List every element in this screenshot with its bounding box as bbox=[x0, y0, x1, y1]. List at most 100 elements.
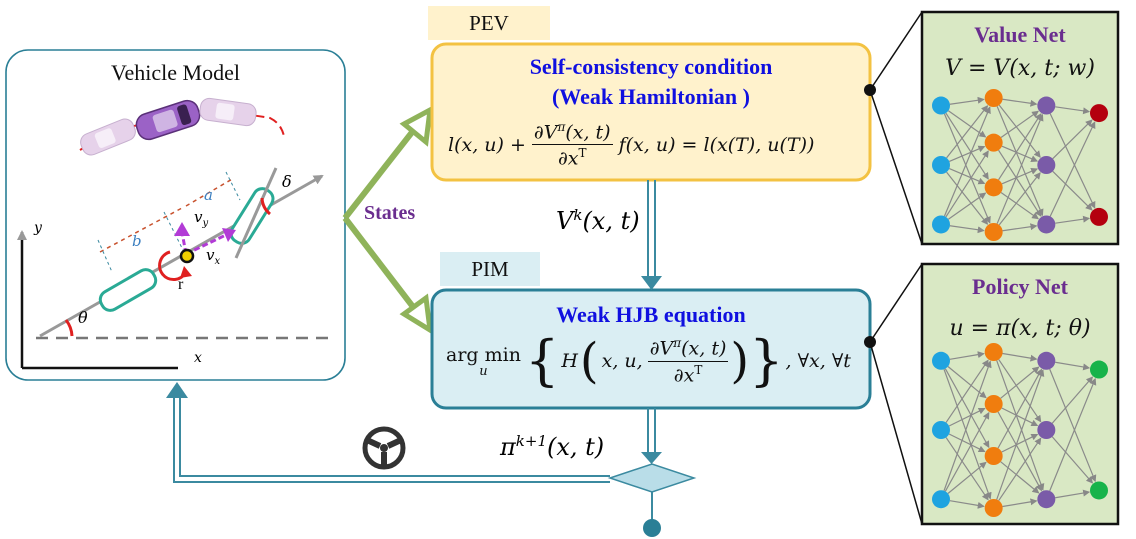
car-ghost-left-icon bbox=[80, 118, 136, 156]
pim-box bbox=[430, 288, 872, 410]
vk-arrowhead bbox=[641, 276, 662, 290]
theta-arc bbox=[64, 319, 74, 337]
value-net-connection bbox=[945, 112, 989, 180]
value-net-neuron bbox=[932, 215, 950, 234]
value-net-connection bbox=[1055, 106, 1091, 115]
value-net-connection bbox=[1052, 119, 1093, 160]
value-net-connection bbox=[1000, 110, 1039, 138]
vk-label: Vk(x, t) bbox=[556, 206, 640, 235]
states-label: States bbox=[364, 202, 416, 224]
policy-net-neuron bbox=[932, 490, 950, 509]
steer-line bbox=[234, 167, 278, 259]
policy-net-connection bbox=[996, 360, 1045, 491]
policy-net-connection bbox=[1051, 376, 1094, 424]
value-net-connection bbox=[998, 172, 1041, 226]
policy-net-connection bbox=[945, 359, 989, 423]
value-net-connection bbox=[949, 96, 985, 105]
policy-net-connection bbox=[1049, 368, 1097, 483]
value-net-neuron bbox=[1090, 104, 1108, 123]
pev-box bbox=[430, 42, 872, 182]
policy-net-connection bbox=[1002, 352, 1038, 362]
value-net-equation: V = V(x, t; w) bbox=[945, 56, 1095, 81]
cg-marker bbox=[179, 248, 195, 264]
states-arrow-up bbox=[342, 120, 423, 220]
value-net-connection bbox=[996, 106, 1044, 217]
a-label: a bbox=[204, 186, 213, 204]
value-net-connection bbox=[949, 225, 985, 234]
policy-net-connection bbox=[998, 359, 1042, 423]
value-net-connection bbox=[1052, 170, 1093, 211]
policy-net-connection bbox=[944, 411, 990, 492]
policy-net-neuron bbox=[1090, 360, 1108, 379]
pev-tag: PEV bbox=[428, 6, 550, 40]
value-net-neuron bbox=[932, 96, 950, 115]
pim-tag: PIM bbox=[440, 252, 540, 286]
vy-label: vy bbox=[194, 208, 209, 229]
policy-net-connection bbox=[1055, 361, 1091, 371]
policy-net-connection bbox=[1000, 366, 1040, 399]
value-net-connection bbox=[998, 104, 1041, 158]
policy-net-neuron bbox=[984, 499, 1003, 517]
y-axis-label: y bbox=[34, 220, 42, 236]
value-net-neuron bbox=[932, 156, 950, 174]
yaw-rate-label: r bbox=[178, 276, 184, 293]
pim-equation: arg min u { H ( x, u, ∂Vπ(x, t) ∂xT ) } … bbox=[446, 329, 851, 392]
value-net-connection bbox=[1002, 98, 1038, 107]
policy-net-graph bbox=[932, 343, 1108, 517]
pi-label: πk+1(x, t) bbox=[500, 432, 605, 461]
policy-net-connection bbox=[997, 368, 1043, 449]
rear-wheel-icon bbox=[98, 268, 158, 312]
value-net-connection bbox=[998, 113, 1042, 181]
pim-title: Weak HJB equation bbox=[556, 302, 746, 327]
end-node bbox=[643, 519, 661, 537]
value-net-neuron bbox=[1037, 156, 1056, 174]
policy-net-connection bbox=[1055, 489, 1091, 499]
policy-net-connection bbox=[943, 360, 992, 491]
value-net-neuron bbox=[984, 89, 1003, 107]
value-net-neuron bbox=[984, 223, 1003, 241]
delta-arc bbox=[260, 197, 272, 216]
policy-net-neuron bbox=[984, 343, 1003, 361]
decision-diamond bbox=[607, 463, 697, 493]
policy-net-connection bbox=[1002, 498, 1038, 508]
policy-net-neuron bbox=[1037, 490, 1056, 509]
delta-label: δ bbox=[282, 172, 292, 191]
b-label: b bbox=[132, 232, 142, 250]
policy-net-connection bbox=[1001, 433, 1039, 453]
pev-title-line2: (Weak Hamiltonian ) bbox=[551, 84, 750, 109]
pev-content: Self-consistency condition (Weak Hamilto… bbox=[432, 44, 870, 180]
policy-net-panel bbox=[920, 262, 1120, 526]
policy-net-connection bbox=[997, 411, 1043, 492]
vehicle-model-title: Vehicle Model bbox=[111, 60, 240, 85]
vehicle-model-box bbox=[5, 49, 346, 381]
policy-net-connection bbox=[1051, 436, 1094, 484]
value-net-connection bbox=[1001, 168, 1039, 185]
value-net-neuron bbox=[1037, 215, 1056, 234]
policy-net-connection bbox=[949, 500, 985, 509]
value-net-neuron bbox=[1090, 207, 1108, 226]
policy-net-connection bbox=[944, 368, 990, 449]
feedback-arrowhead bbox=[166, 382, 188, 398]
value-net-connection bbox=[996, 113, 1044, 224]
value-net-connection bbox=[946, 171, 989, 225]
policy-net-content: Policy Net u = π(x, t; θ) bbox=[922, 264, 1118, 524]
states-arrow-down bbox=[342, 216, 423, 318]
pim-content: Weak HJB equation arg min u { H ( x, u, … bbox=[432, 290, 870, 408]
value-net-connection bbox=[949, 167, 986, 185]
value-net-neuron bbox=[984, 133, 1003, 152]
policy-net-equation: u = π(x, t; θ) bbox=[949, 316, 1091, 341]
value-net-connection bbox=[1049, 121, 1096, 217]
value-net-connection bbox=[946, 105, 989, 159]
policy-net-neuron bbox=[932, 421, 950, 439]
policy-net-connection bbox=[948, 433, 986, 453]
value-net-connection bbox=[949, 145, 986, 163]
value-net-connection bbox=[1002, 223, 1038, 232]
policy-net-connection bbox=[947, 461, 987, 494]
value-net-connection bbox=[943, 113, 991, 224]
policy-net-neuron bbox=[1037, 421, 1056, 439]
vx-vector bbox=[185, 232, 229, 256]
policy-net-neuron bbox=[984, 447, 1003, 465]
value-net-content: Value Net V = V(x, t; w) bbox=[922, 12, 1118, 244]
policy-net-connection bbox=[949, 351, 985, 360]
